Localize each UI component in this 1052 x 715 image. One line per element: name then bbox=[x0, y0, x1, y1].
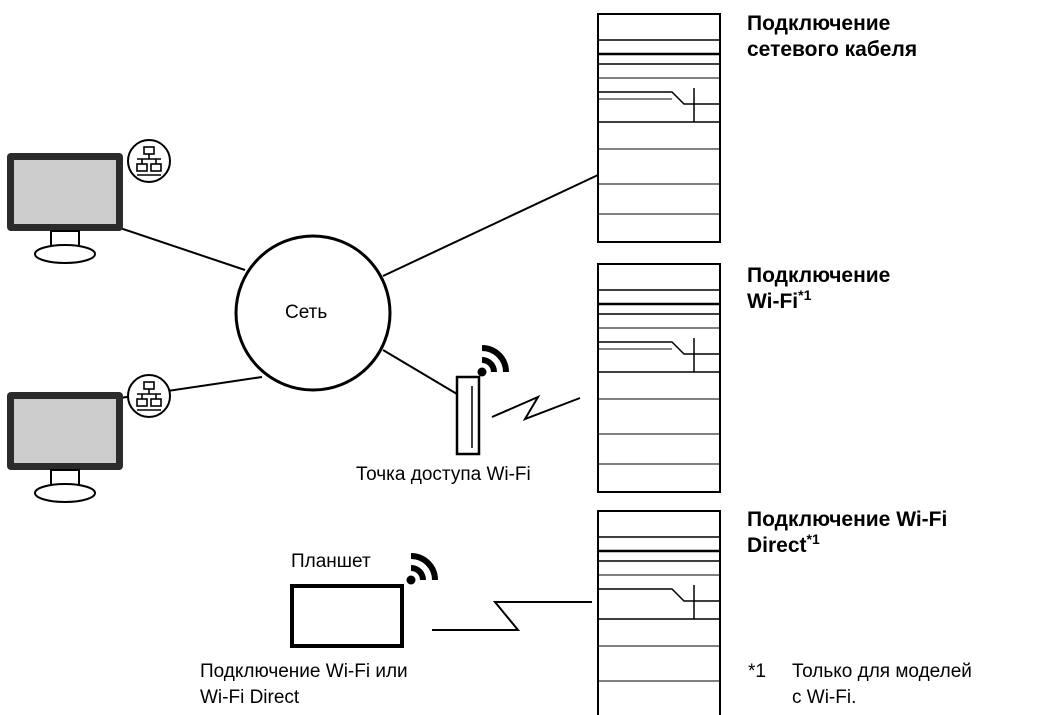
wifi-connection-title: Подключение Wi-Fi*1 bbox=[747, 264, 891, 313]
wireless-link-direct bbox=[432, 601, 592, 631]
network-icon bbox=[127, 374, 171, 418]
wifi-icon bbox=[407, 556, 436, 585]
printer-icon bbox=[596, 12, 722, 244]
wifi-icon bbox=[478, 348, 507, 377]
network-circle bbox=[234, 234, 392, 392]
printer-icon bbox=[597, 510, 721, 715]
network-icon bbox=[127, 139, 171, 183]
tablet-connection-caption: Подключение Wi-Fi или Wi-Fi Direct bbox=[200, 661, 408, 708]
tablet-label: Планшет bbox=[291, 551, 371, 572]
tablet-icon bbox=[290, 584, 404, 648]
link-network-accesspoint bbox=[382, 349, 458, 395]
wired-connection-title: Подключение сетевого кабеля bbox=[747, 12, 918, 61]
printer-icon bbox=[596, 262, 722, 494]
computer-icon bbox=[6, 391, 124, 503]
wifi-direct-connection-title: Подключение Wi-Fi Direct*1 bbox=[747, 508, 948, 557]
wireless-link-wifi bbox=[491, 394, 581, 421]
access-point-label: Точка доступа Wi-Fi bbox=[356, 464, 531, 485]
network-label: Сеть bbox=[285, 302, 328, 323]
access-point-icon bbox=[455, 375, 481, 456]
footnote-mark: *1 bbox=[748, 661, 766, 682]
footnote: *1 Только для моделей с Wi-Fi. bbox=[748, 661, 972, 708]
link-network-printer1 bbox=[382, 174, 599, 277]
link-pc1-network bbox=[119, 227, 246, 271]
computer-icon bbox=[6, 152, 124, 264]
